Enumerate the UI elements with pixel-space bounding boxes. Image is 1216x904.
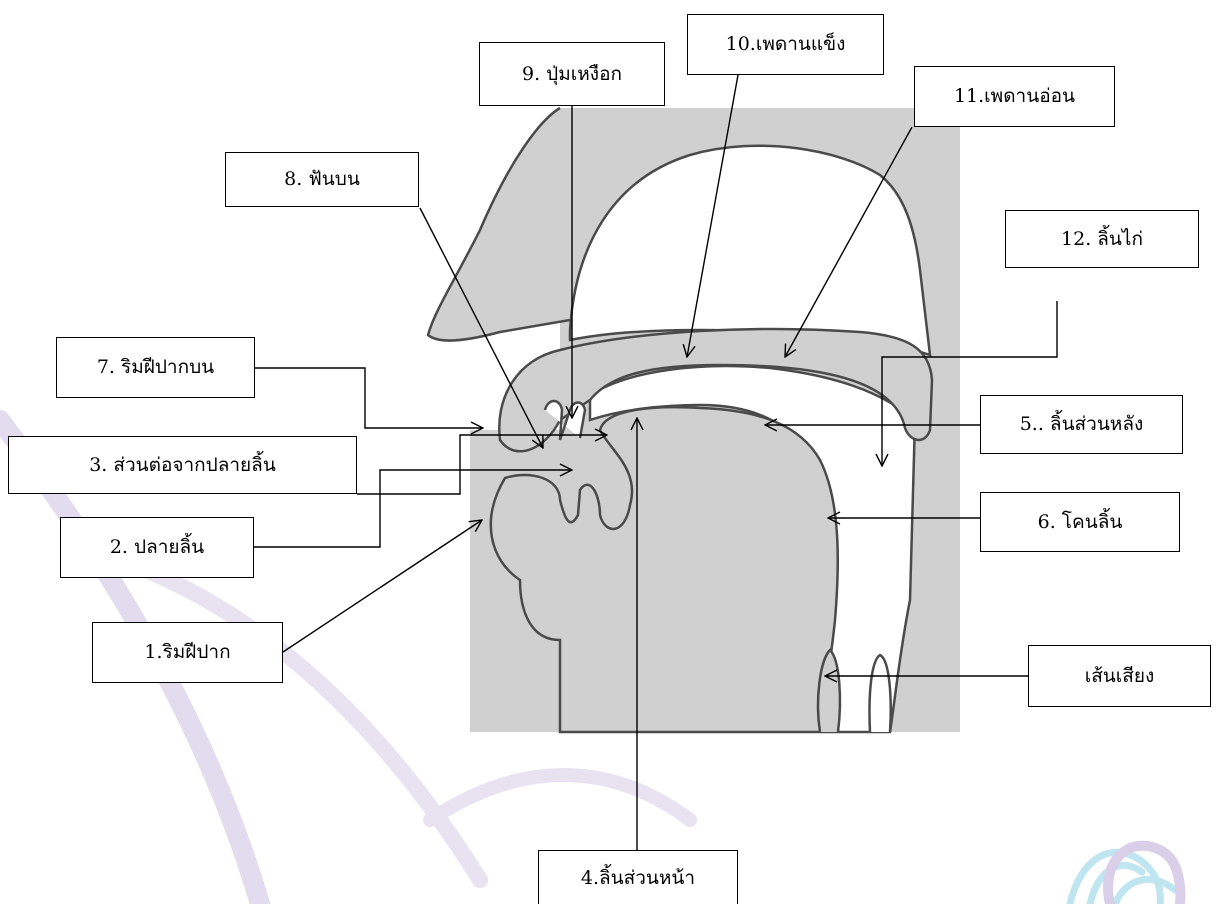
label-hard-palate: 10.เพดานแข็ง — [687, 14, 884, 75]
label-alveolar-ridge: 9. ปุ่มเหงือก — [479, 42, 665, 106]
label-vocal-cords: เส้นเสียง — [1028, 645, 1211, 707]
label-back-tongue: 5.. ลิ้นส่วนหลัง — [980, 395, 1183, 454]
label-front-tongue-text: 4.ลิ้นส่วนหน้า — [581, 869, 695, 888]
label-alveolar-ridge-text: 9. ปุ่มเหงือก — [522, 65, 622, 84]
label-vocal-cords-text: เส้นเสียง — [1085, 667, 1155, 686]
label-upper-teeth-text: 8. ฟันบน — [284, 170, 360, 189]
label-lips-text: 1.ริมฝีปาก — [144, 643, 230, 662]
label-hard-palate-text: 10.เพดานแข็ง — [726, 35, 846, 54]
vocal-fold — [869, 655, 890, 732]
label-soft-palate-text: 11.เพดานอ่อน — [954, 87, 1075, 106]
label-back-tongue-text: 5.. ลิ้นส่วนหลัง — [1020, 415, 1144, 434]
watermark-curve-middle — [120, 560, 480, 880]
label-lips: 1.ริมฝีปาก — [92, 622, 283, 683]
watermark-curve-right — [430, 775, 690, 820]
label-tongue-blade-text: 3. ส่วนต่อจากปลายลิ้น — [89, 456, 276, 475]
label-uvula-text: 12. ลิ้นไก่ — [1061, 230, 1143, 249]
label-front-tongue: 4.ลิ้นส่วนหน้า — [538, 850, 738, 904]
label-upper-lip-text: 7. ริมฝีปากบน — [97, 358, 214, 377]
label-upper-lip: 7. ริมฝีปากบน — [56, 337, 255, 398]
label-tongue-tip-text: 2. ปลายลิ้น — [110, 538, 204, 557]
label-tongue-tip: 2. ปลายลิ้น — [60, 517, 254, 578]
leader-upper-lip — [255, 368, 483, 428]
label-upper-teeth: 8. ฟันบน — [225, 152, 419, 207]
leader-lips — [283, 520, 482, 652]
nose-outline — [428, 108, 570, 341]
label-tongue-blade: 3. ส่วนต่อจากปลายลิ้น — [8, 436, 357, 494]
watermark-ribbon-logo — [1070, 852, 1175, 904]
label-uvula: 12. ลิ้นไก่ — [1005, 210, 1199, 268]
label-soft-palate: 11.เพดานอ่อน — [914, 66, 1115, 127]
label-tongue-root-text: 6. โคนลิ้น — [1038, 513, 1123, 532]
label-tongue-root: 6. โคนลิ้น — [980, 492, 1180, 552]
